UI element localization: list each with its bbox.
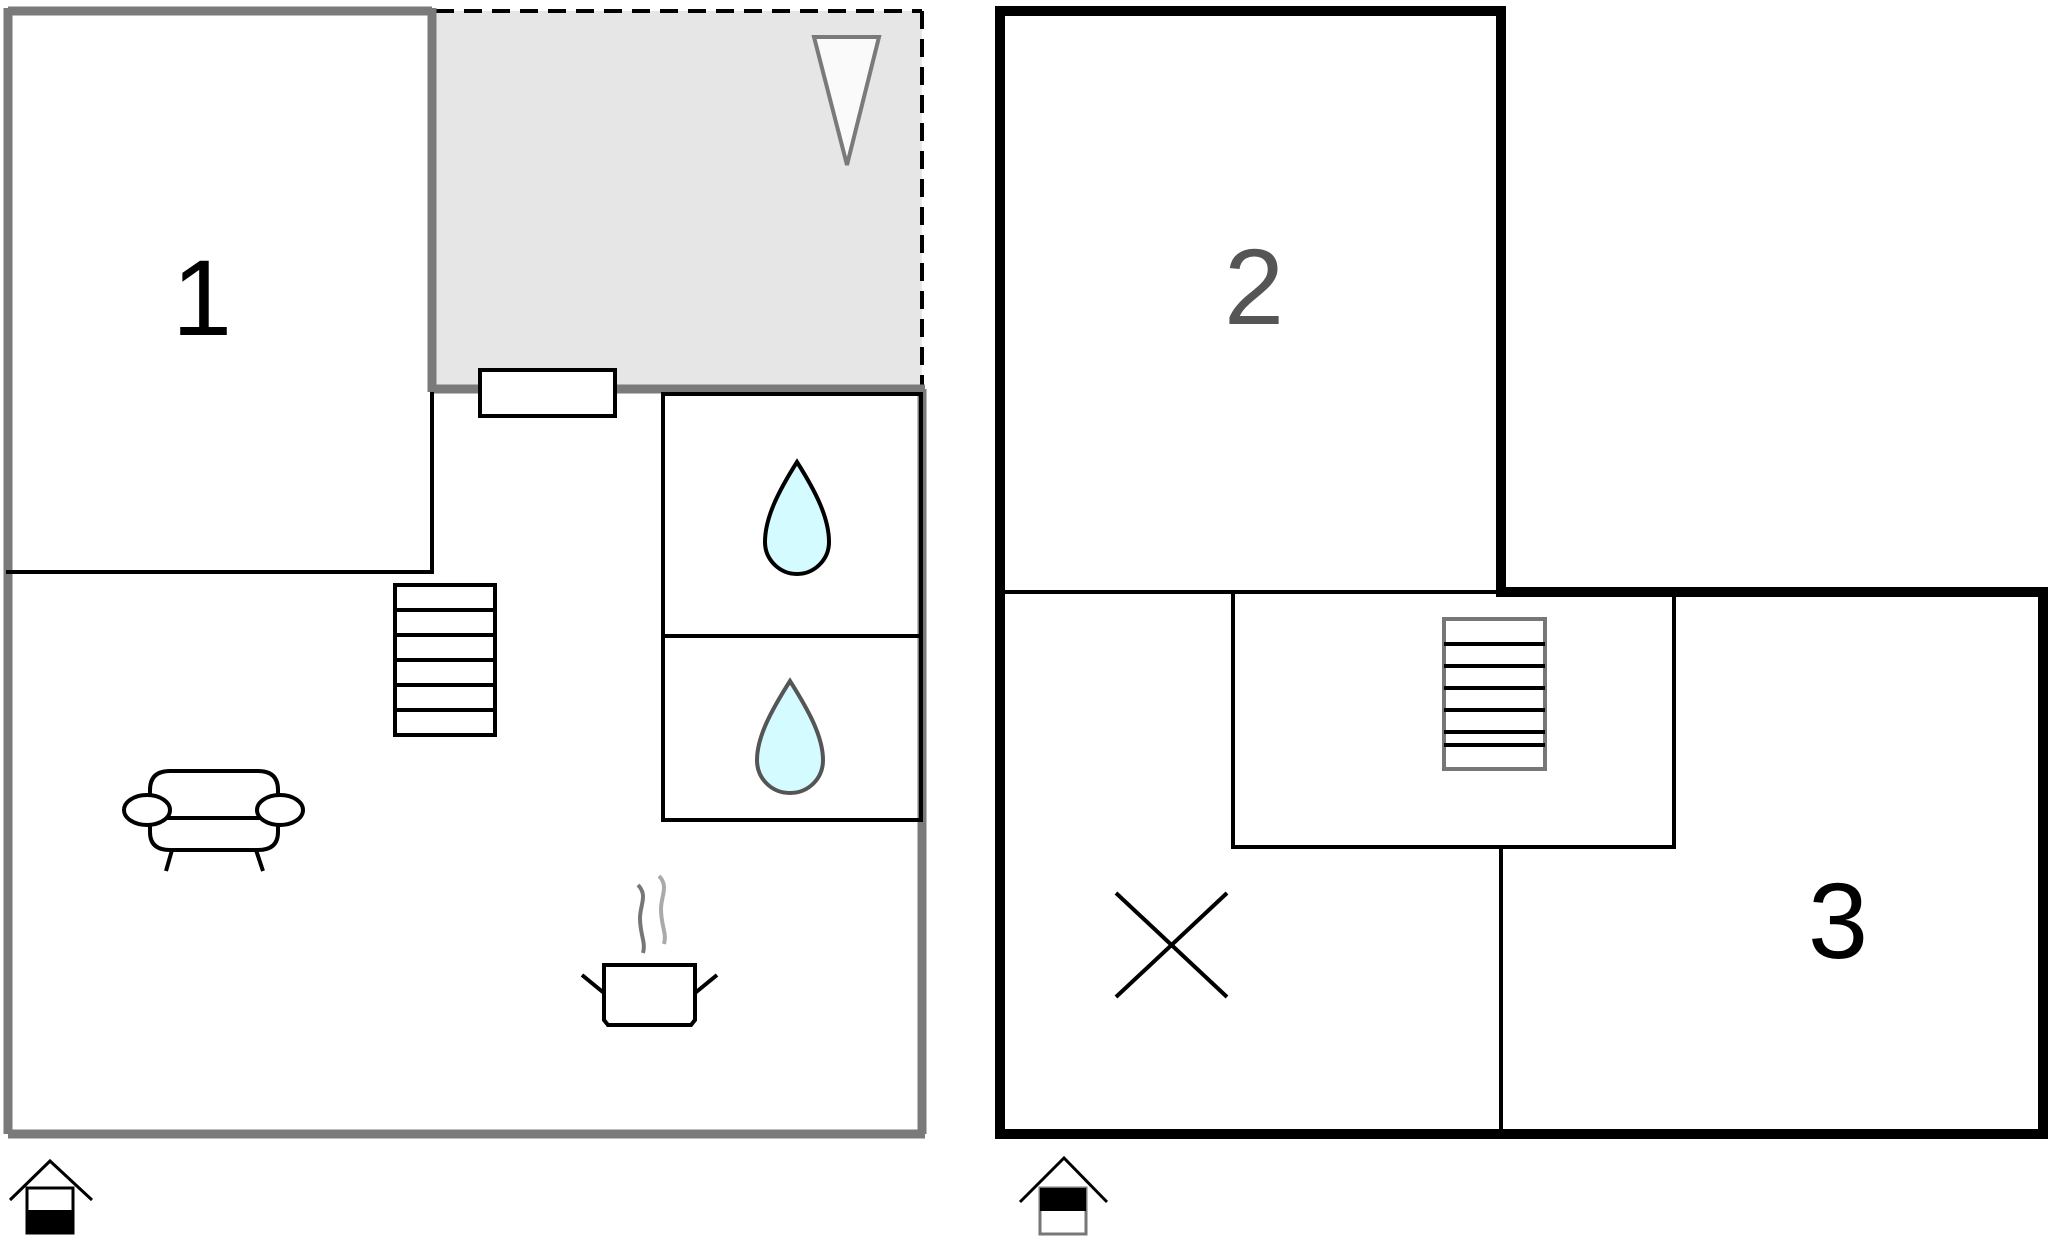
stairs-icon bbox=[393, 583, 497, 737]
window-icon bbox=[478, 368, 617, 418]
room-1: 1 bbox=[6, 237, 434, 574]
room-number-2: 2 bbox=[1224, 226, 1284, 347]
stairs-icon bbox=[1442, 617, 1547, 771]
room-number-1: 1 bbox=[172, 237, 232, 358]
upper-floor-walls bbox=[995, 6, 2048, 1139]
floor-indicator-upper-icon bbox=[1018, 1155, 1109, 1236]
water-drop-icon bbox=[754, 677, 826, 796]
upper-floor: 2 3 bbox=[995, 6, 2048, 1236]
cooking-pot-icon bbox=[580, 874, 719, 1027]
floor-indicator-ground-icon bbox=[8, 1158, 94, 1235]
room-number-3: 3 bbox=[1808, 860, 1868, 981]
water-drop-icon bbox=[762, 458, 832, 577]
cross-icon bbox=[1114, 891, 1229, 999]
compass-arrow-icon bbox=[811, 35, 882, 166]
ground-floor: 1 bbox=[3, 6, 927, 1235]
sofa-icon bbox=[122, 769, 305, 872]
upper-floor-interior-walls bbox=[1000, 590, 1676, 1134]
bathrooms bbox=[661, 392, 923, 822]
